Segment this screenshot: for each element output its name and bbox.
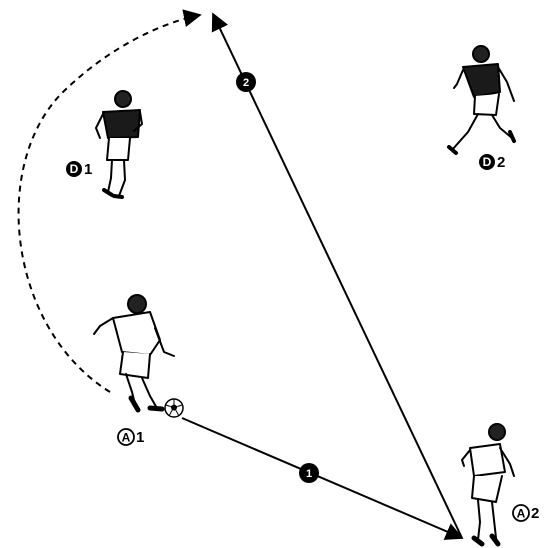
player-d2-figure [447,45,516,155]
d1-number: 1 [84,161,92,178]
player-a1-label: A 1 [117,428,144,446]
a2-letter: A [517,507,526,521]
step-2-badge: 2 [236,72,256,92]
player-d1-label: D 1 [66,161,92,178]
player-d2-label: D 2 [479,154,505,171]
a1-number: 1 [136,429,144,446]
soccer-ball-icon [164,398,184,418]
pass-2-arrow [211,12,463,539]
d2-letter: D [483,155,492,169]
pass-1-arrow [181,417,464,540]
player-d1-figure [95,90,143,199]
a2-number: 2 [531,505,539,522]
step-2-label: 2 [243,77,249,89]
d1-letter: D [70,162,79,176]
step-1-badge: 1 [299,463,319,483]
dashed-run-path [17,9,202,393]
player-a2-figure [461,423,515,547]
player-a1-figure [93,294,175,413]
a1-letter: A [122,431,131,445]
step-1-label: 1 [306,468,312,480]
player-a2-label: A 2 [512,504,539,522]
d2-number: 2 [497,154,505,171]
